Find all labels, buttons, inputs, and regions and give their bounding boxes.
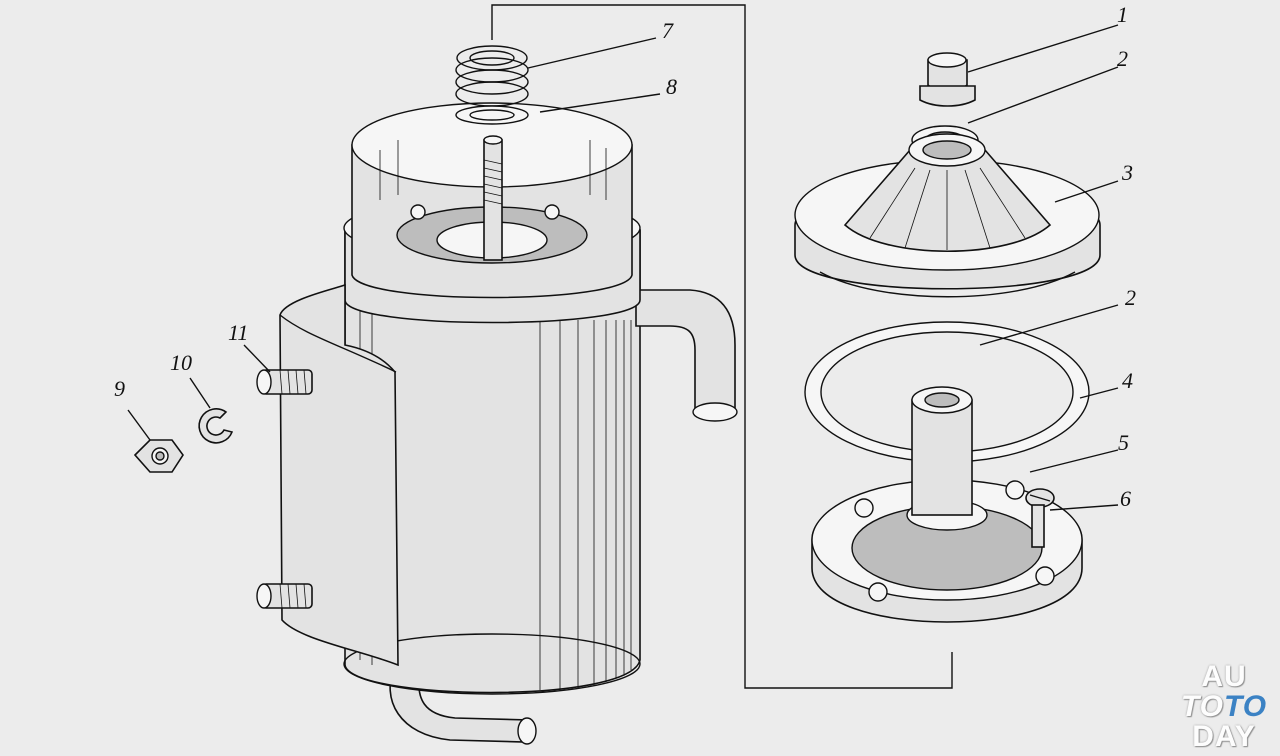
callout-4: 4	[1122, 368, 1133, 393]
callout-9: 9	[114, 376, 125, 401]
watermark-line-3: DAY	[1192, 720, 1256, 753]
callout-10: 10	[170, 350, 192, 375]
housing-assembly	[256, 45, 738, 745]
screw	[1025, 488, 1055, 548]
watermark-line-1: AU	[1201, 660, 1247, 693]
exploded-view-bracket-line	[491, 4, 953, 689]
callout-labels: 1 2 3 2 4 5 6 7 8 9 10 11	[114, 2, 1136, 511]
side-outlet-pipe	[635, 289, 736, 411]
bracket-studs	[256, 369, 313, 609]
autotoday-watermark-logo: AU TOTO DAY	[1174, 662, 1274, 752]
spring-washer	[455, 105, 529, 125]
callout-5: 5	[1118, 430, 1129, 455]
plug	[919, 52, 976, 107]
callout-11: 11	[228, 320, 248, 345]
bottom-outlet-pipe	[389, 664, 531, 743]
watermark-line-2: TOTO	[1180, 690, 1268, 723]
nut	[133, 439, 184, 473]
callout-7: 7	[662, 18, 674, 43]
center-stud	[483, 139, 503, 261]
callout-6: 6	[1120, 486, 1131, 511]
callout-8: 8	[666, 74, 677, 99]
spring	[455, 45, 529, 107]
cover	[794, 133, 1101, 298]
callout-1: 1	[1117, 2, 1128, 27]
lock-washer	[198, 408, 234, 444]
callout-3: 3	[1121, 160, 1133, 185]
cover-assembly	[794, 52, 1101, 623]
base-flange	[811, 386, 1083, 623]
leader-lines	[127, 24, 1119, 511]
callout-2-lower: 2	[1125, 285, 1136, 310]
callout-2-upper: 2	[1117, 46, 1128, 71]
